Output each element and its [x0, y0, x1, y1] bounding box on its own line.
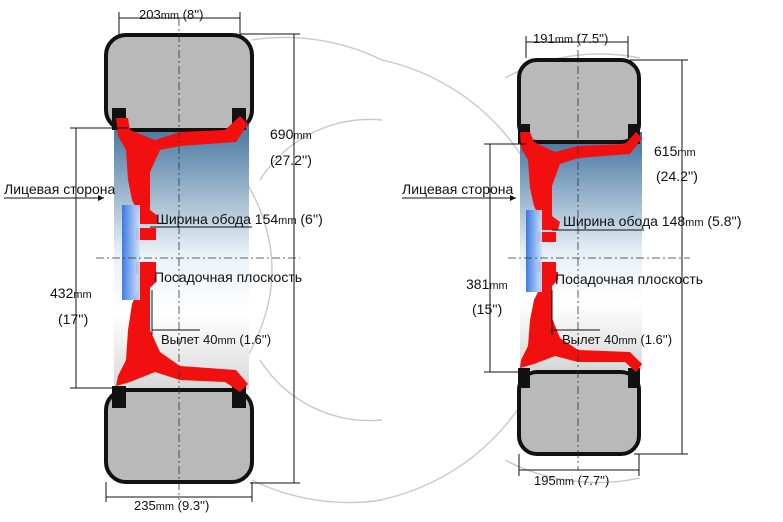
right-rim-hub-bottom: [538, 262, 556, 272]
right-tire-bottom: [517, 370, 641, 456]
right-rim-face-blue: [526, 210, 542, 292]
right-bead-bottom-left: [518, 368, 530, 388]
left-mounting-plane-label: Посадочная плоскость: [154, 269, 302, 285]
left-diameter-mm-label: 690mm: [270, 126, 312, 142]
left-rim-diameter-mm-label: 432mm: [50, 285, 92, 301]
left-tire-arc-mid: [259, 118, 383, 422]
right-rim-lower: [520, 272, 642, 372]
right-mounting-plane-label: Посадочная плоскость: [555, 271, 703, 287]
left-rim-diameter-in-label: (17''): [58, 311, 88, 327]
right-tire-top: [517, 58, 641, 144]
right-wheel: 191mm (7.5'') 615mm (24.2'') Лицевая сто…: [379, 31, 742, 501]
right-rim-diameter-mm-label: 381mm: [466, 276, 508, 292]
right-bottom-width-label: 195mm (7.7''): [534, 473, 609, 488]
left-bottom-width-label: 235mm (9.3''): [134, 498, 209, 513]
left-rim-hub-bottom: [136, 262, 156, 274]
left-face-arrowhead: [98, 195, 104, 201]
left-face-label: Лицевая сторона: [4, 181, 116, 197]
right-diameter-in-label: (24.2''): [656, 168, 698, 184]
left-rim-face-blue: [122, 205, 140, 300]
left-offset-label: Вылет 40mm (1.6''): [161, 332, 271, 347]
right-rim-width-label: Ширина обода 148mm (5.8''): [563, 213, 742, 229]
left-tire-arc-outer: [251, 36, 383, 504]
right-bead-bottom-right: [628, 368, 640, 388]
right-face-arrowhead: [510, 195, 516, 201]
left-rim-width-label: Ширина обода 154mm (6''): [156, 211, 323, 227]
left-bead-bottom-left: [112, 386, 126, 408]
right-top-width-label: 191mm (7.5''): [533, 31, 608, 46]
left-bead-bottom-right: [232, 386, 246, 408]
right-face-label: Лицевая сторона: [402, 181, 514, 197]
right-diameter-mm-label: 615mm: [654, 143, 696, 159]
right-rim-hub-top: [538, 232, 556, 242]
left-rim-upper: [116, 116, 248, 224]
left-tire-arc-side: [231, 159, 273, 381]
right-offset-label: Вылет 40mm (1.6''): [562, 332, 672, 347]
right-rim-upper: [520, 132, 642, 230]
left-top-width-label: 203mm (8''): [139, 7, 204, 22]
left-rim-lower: [116, 274, 248, 392]
right-rim-diameter-in-label: (15''): [472, 301, 502, 317]
left-wheel: 203mm (8'') 690mm (27.2'') Лицевая сторо…: [4, 7, 383, 513]
left-rim-hub-top: [136, 228, 156, 240]
left-diameter-in-label: (27.2''): [270, 152, 312, 168]
